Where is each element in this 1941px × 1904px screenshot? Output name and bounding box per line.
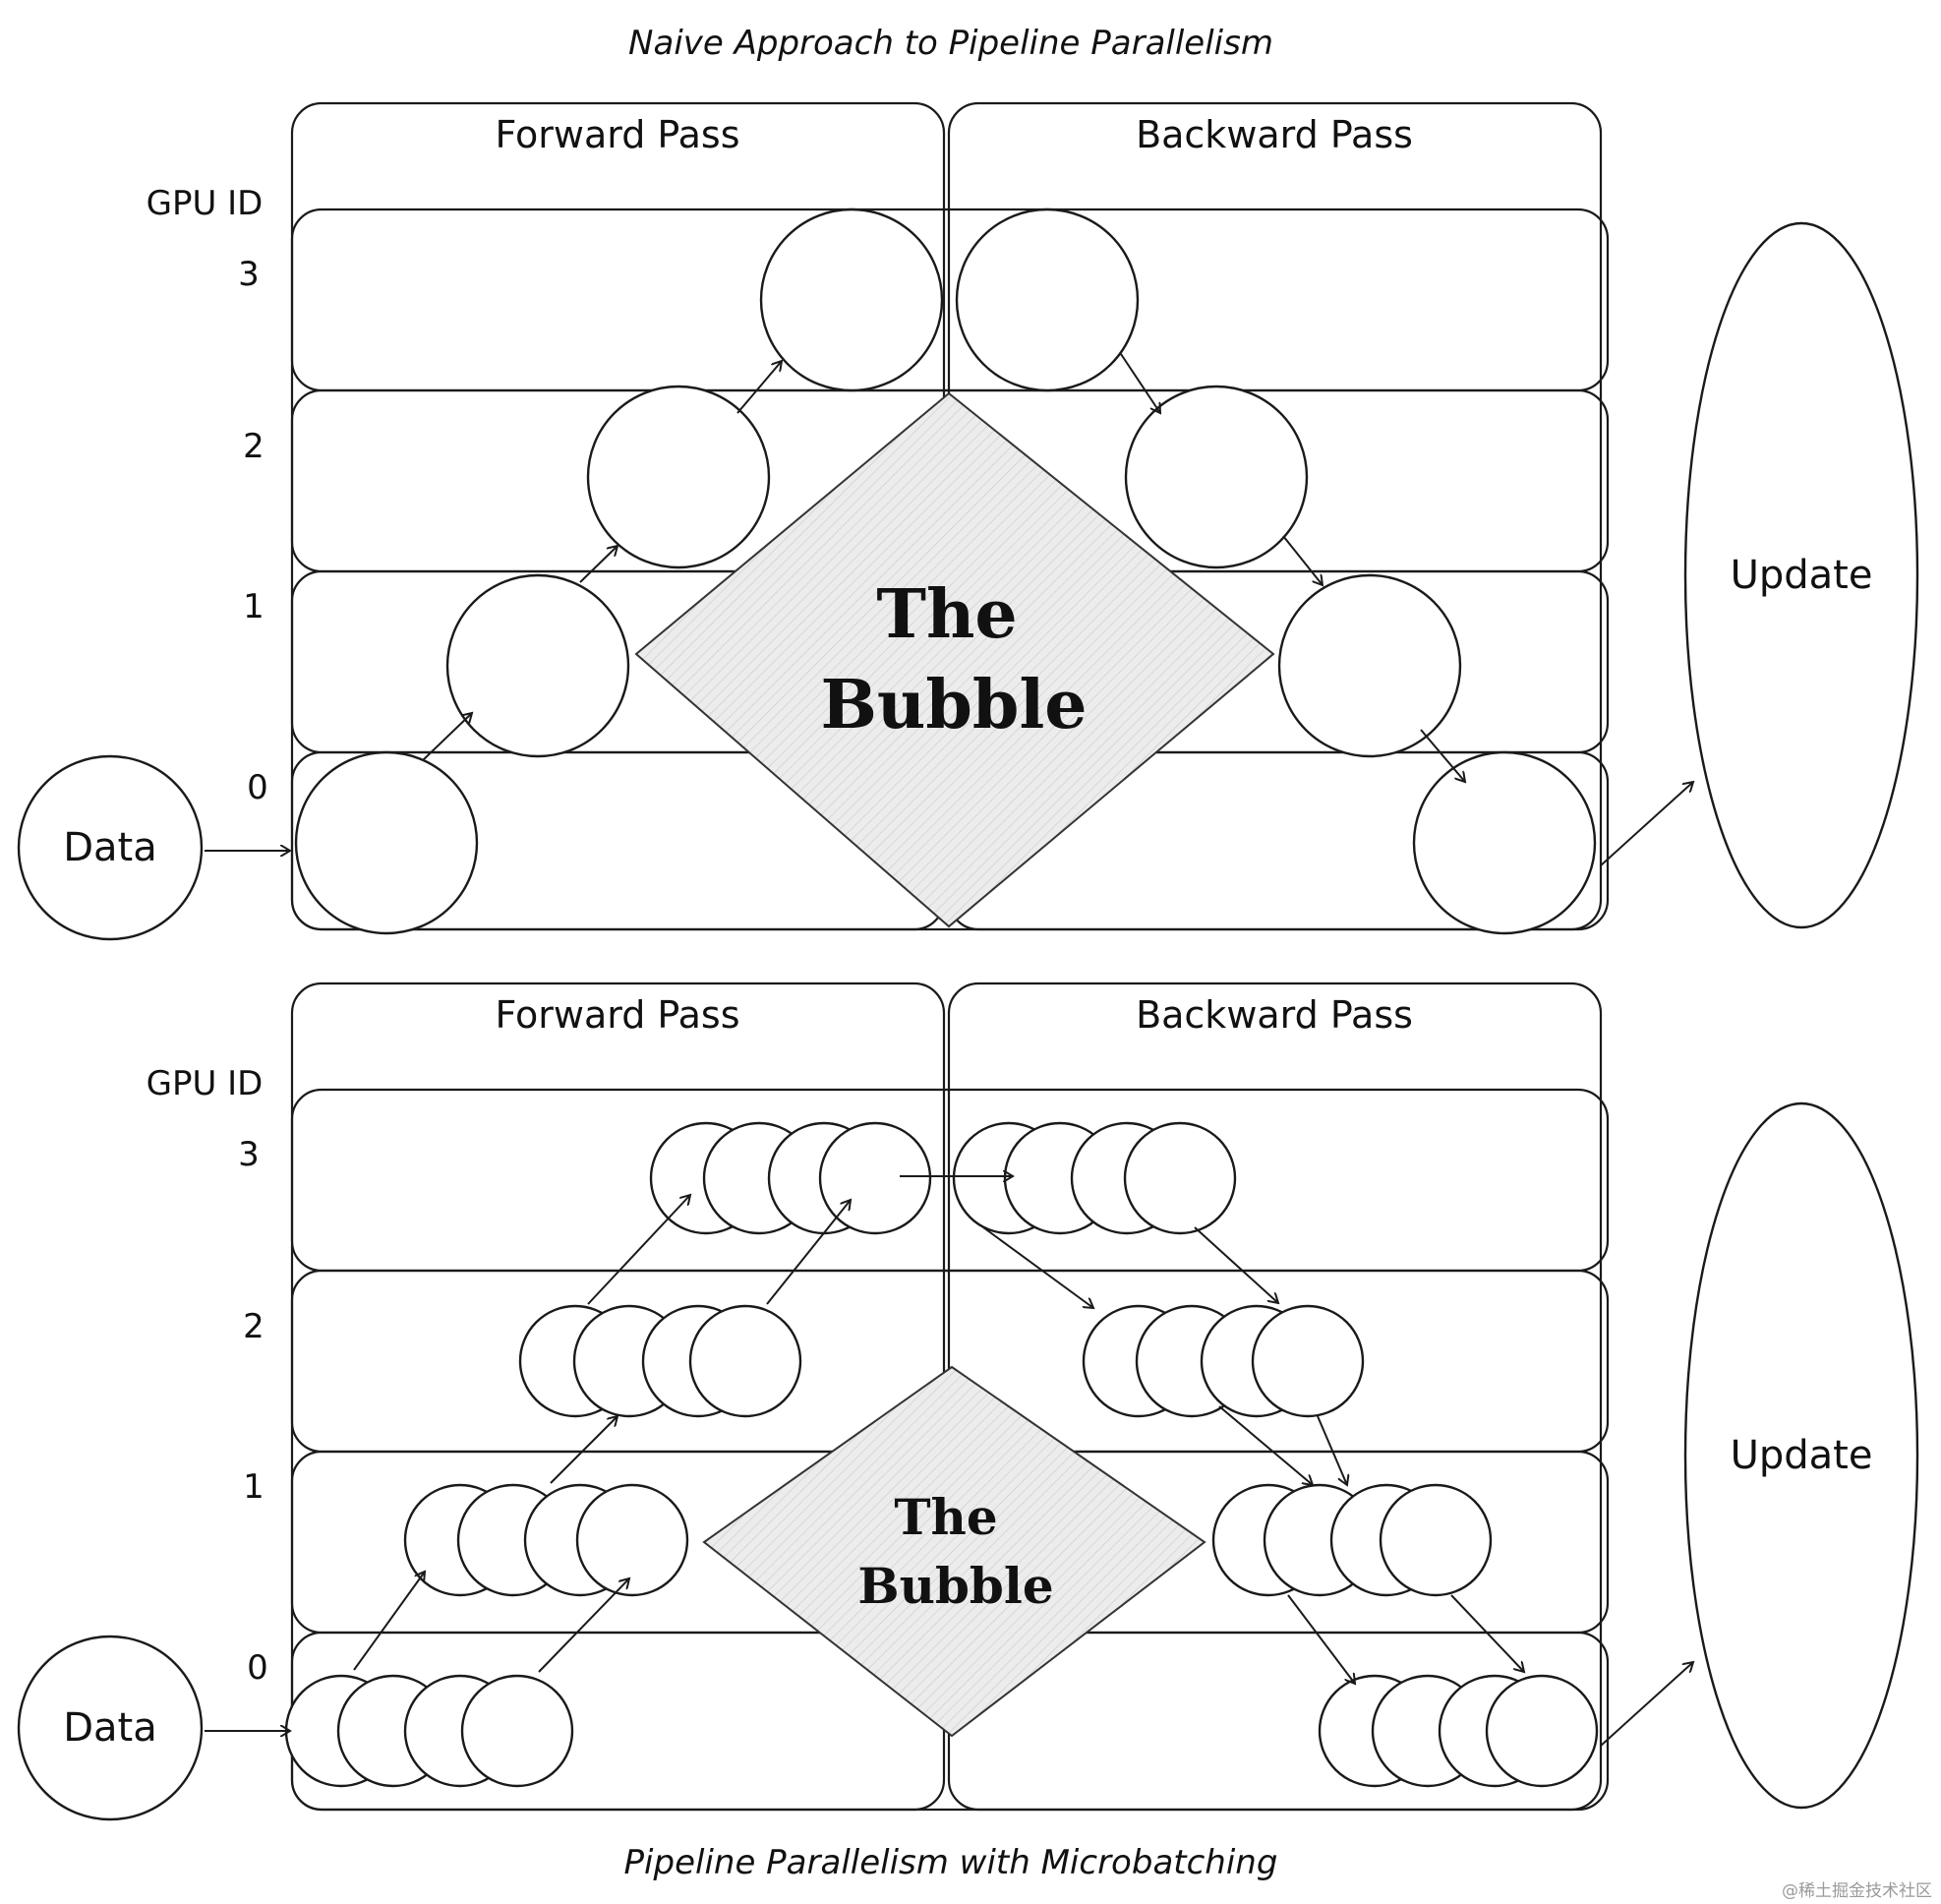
naive-gpu-id-1: 1 (243, 587, 265, 626)
mb-bubble-region (702, 1365, 1206, 1738)
mb-arrow-update (1600, 1662, 1693, 1747)
mb-arrow-forward (538, 1578, 629, 1673)
mb-arrow-backward (1218, 1405, 1313, 1485)
naive-arrow-b1-b0 (1420, 729, 1465, 782)
mb-forward-node-gpu-1 (575, 1483, 689, 1597)
naive-backward-label: Backward Pass (1136, 113, 1413, 156)
mb-arrow-forward (587, 1195, 690, 1305)
naive-arrow-b3-b2 (1120, 353, 1160, 413)
mb-arrow-backward (1317, 1415, 1347, 1485)
mb-backward-node-gpu-0 (1485, 1674, 1599, 1788)
mb-gpu-id-1: 1 (243, 1467, 265, 1507)
naive-arrow-update (1600, 782, 1693, 866)
naive-forward-node-gpu-2 (586, 385, 771, 569)
mb-gpu-id-3: 3 (238, 1135, 260, 1174)
naive-arrow-f0-f1 (422, 713, 472, 761)
mb-arrow-forward (550, 1416, 618, 1484)
naive-diagram: Naive Approach to Pipeline Parallelism F… (17, 24, 1919, 941)
naive-title: Naive Approach to Pipeline Parallelism (628, 24, 1273, 63)
mb-forward-group-gpu-1 (403, 1483, 689, 1597)
mb-forward-group-gpu-0 (284, 1674, 574, 1788)
naive-backward-node-gpu-1 (1277, 573, 1462, 758)
mb-title: Pipeline Parallelism with Microbatching (624, 1843, 1278, 1882)
naive-backward-node-gpu-2 (1124, 385, 1309, 569)
naive-bubble-label-line2: Bubble (820, 666, 1087, 744)
naive-gpu-id-2: 2 (243, 427, 265, 466)
mb-forward-node-gpu-2 (688, 1304, 802, 1418)
mb-gpu-axis-label: GPU ID (147, 1064, 264, 1103)
mb-forward-group-gpu-3 (649, 1121, 932, 1235)
mb-backward-node-gpu-2 (1251, 1304, 1365, 1418)
mb-update-node (1683, 1101, 1919, 1810)
naive-arrow-f2-f3 (736, 361, 782, 414)
naive-update-node (1683, 221, 1919, 929)
mb-arrow-backward (1287, 1594, 1355, 1684)
naive-data-node (17, 754, 204, 941)
naive-arrow-f1-f2 (579, 546, 618, 583)
mb-backward-label: Backward Pass (1136, 993, 1413, 1037)
mb-backward-group-gpu-1 (1211, 1483, 1493, 1597)
naive-gpu-id-3: 3 (238, 255, 260, 294)
mb-backward-group-gpu-0 (1318, 1674, 1599, 1788)
naive-backward-node-gpu-0 (1412, 750, 1597, 935)
mb-arrow-backward (1194, 1226, 1278, 1303)
mb-backward-node-gpu-1 (1379, 1483, 1493, 1597)
mb-data-label: Data (63, 1705, 157, 1751)
mb-bubble-label-line1: The (894, 1488, 997, 1546)
naive-gpu-axis-label: GPU ID (147, 184, 264, 223)
naive-bubble-label-line1: The (876, 575, 1017, 654)
mb-arrow-forward (766, 1200, 851, 1305)
mb-bubble-label-line2: Bubble (857, 1557, 1053, 1615)
mb-data-node (17, 1635, 204, 1821)
mb-gpu-id-0: 0 (247, 1648, 268, 1688)
mb-forward-label: Forward Pass (496, 993, 740, 1037)
mb-backward-node-gpu-3 (1123, 1121, 1237, 1235)
mb-arrow-forward (353, 1572, 425, 1671)
naive-backward-node-gpu-3 (955, 208, 1140, 392)
naive-update-label: Update (1731, 553, 1873, 598)
mb-forward-group-gpu-2 (518, 1304, 802, 1418)
microbatch-diagram: Forward Pass Backward Pass GPU ID 3 2 1 … (17, 982, 1919, 1882)
mb-gpu-id-2: 2 (243, 1307, 265, 1346)
naive-forward-node-gpu-3 (759, 208, 944, 392)
mb-forward-node-gpu-0 (460, 1674, 574, 1788)
mb-backward-group-gpu-2 (1082, 1304, 1365, 1418)
naive-data-label: Data (63, 825, 157, 870)
mb-backward-group-gpu-3 (952, 1121, 1237, 1235)
naive-forward-label: Forward Pass (496, 113, 740, 156)
naive-forward-node-gpu-0 (294, 750, 479, 935)
watermark: @稀土掘金技术社区 (1782, 1881, 1932, 1901)
mb-arrow-backward (1450, 1594, 1524, 1672)
naive-gpu-id-0: 0 (247, 768, 268, 807)
naive-arrow-b2-b1 (1282, 535, 1323, 585)
mb-arrow-backward (982, 1226, 1093, 1308)
mb-update-label: Update (1731, 1433, 1873, 1478)
naive-bubble-region (634, 391, 1275, 928)
naive-forward-node-gpu-1 (445, 573, 630, 758)
